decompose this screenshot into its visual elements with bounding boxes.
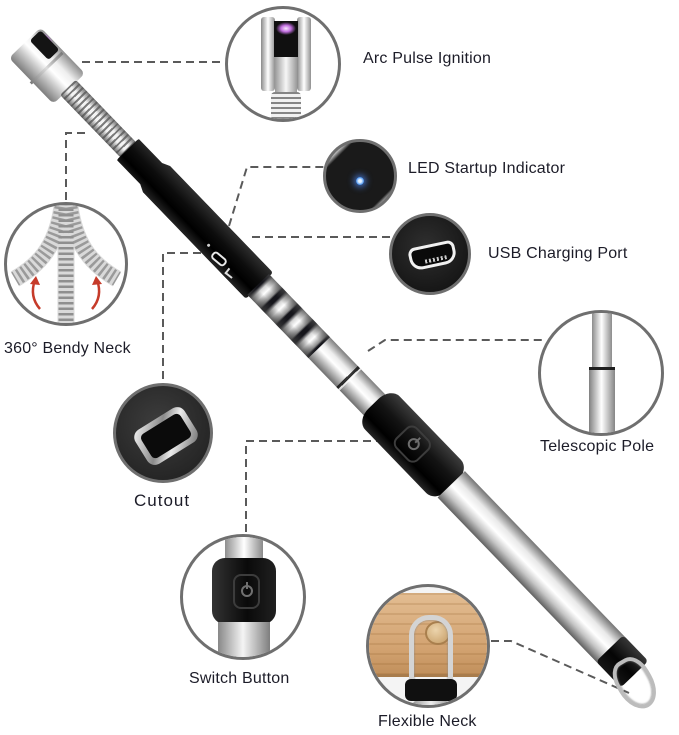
power-icon — [405, 435, 423, 453]
pole-below-grip — [218, 622, 270, 657]
switch-button[interactable] — [390, 422, 435, 466]
callout-usb-port — [389, 213, 471, 295]
label-usb-port: USB Charging Port — [488, 245, 628, 262]
connector-bendy-neck — [65, 132, 85, 201]
inner-cylinder — [275, 57, 297, 93]
callout-switch-button — [180, 534, 306, 660]
electrode-prong-left — [261, 17, 275, 91]
hanging-wire-loop — [409, 615, 453, 683]
handle-cutout-mark — [224, 268, 235, 279]
pole-above-grip — [225, 537, 263, 561]
bendy-neck-drawing — [10, 205, 122, 323]
callout-telescopic-pole — [538, 310, 664, 436]
electrode-prong-right — [297, 17, 311, 91]
micro-usb-port — [407, 239, 458, 272]
usb-port-opening — [210, 250, 229, 268]
switch-button-closeup — [233, 574, 260, 609]
pole-lower-section — [589, 367, 615, 433]
led-dot — [206, 243, 210, 247]
plasma-arc-glow — [276, 22, 296, 35]
label-led-indicator: LED Startup Indicator — [408, 160, 566, 177]
label-switch-button: Switch Button — [189, 670, 290, 687]
cutout-opening — [139, 411, 193, 461]
callout-arc-pulse — [225, 6, 341, 122]
label-telescopic-pole: Telescopic Pole — [540, 438, 655, 455]
label-arc-pulse: Arc Pulse Ignition — [363, 50, 492, 67]
cutout-frame — [130, 403, 202, 469]
connector-cutout — [162, 252, 240, 382]
callout-flexible-neck — [366, 584, 490, 708]
pole-upper-section — [592, 313, 612, 369]
callout-cutout — [113, 383, 213, 483]
connector-telescopic-pole — [367, 339, 546, 352]
connector-switch-button — [245, 440, 397, 533]
connector-flexible-neck — [491, 640, 630, 694]
hanging-lighter-grip — [405, 679, 457, 701]
label-cutout: Cutout — [134, 491, 191, 510]
spring-coil — [271, 92, 301, 119]
callout-led-indicator — [323, 139, 397, 213]
label-flexible-neck: Flexible Neck — [378, 713, 477, 730]
usb-contact-pins — [424, 255, 448, 264]
power-icon — [241, 585, 253, 597]
hanging-lighter-tip — [413, 701, 449, 705]
callout-bendy-neck — [4, 202, 128, 326]
connector-led-indicator — [228, 166, 324, 227]
label-bendy-neck: 360° Bendy Neck — [4, 340, 131, 357]
led-light-dot — [356, 177, 364, 185]
